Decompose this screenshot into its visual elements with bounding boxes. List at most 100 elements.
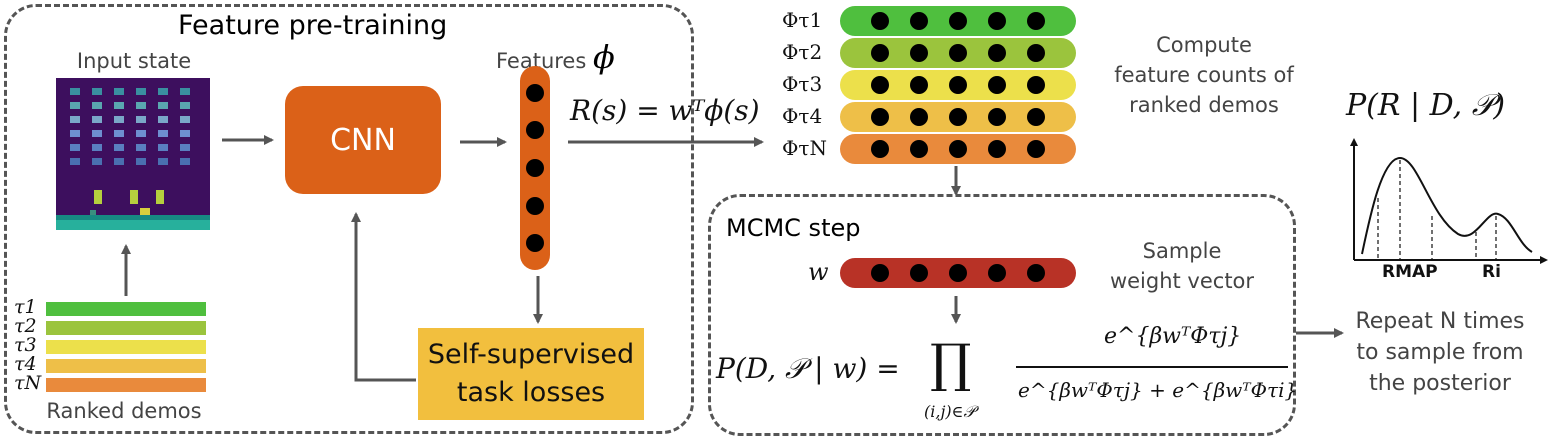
r-map-label: RMAP (1382, 262, 1438, 282)
invader-sprite (158, 130, 168, 137)
invader-sprite (136, 144, 146, 151)
feature-node (526, 158, 544, 177)
feature-count-label: Φτ4 (782, 104, 823, 128)
invader-sprite (136, 88, 146, 95)
feature-counts-description: Compute feature counts of ranked demos (1098, 30, 1310, 120)
repeat-label: Repeat N times to sample from the poster… (1336, 306, 1544, 399)
pretraining-title: Feature pre-training (178, 10, 448, 41)
invader-sprite (136, 130, 146, 137)
invader-sprite (114, 130, 124, 137)
invader-sprite (92, 144, 102, 151)
features-symbol: ϕ (592, 38, 615, 76)
invader-sprite (180, 130, 190, 137)
feature-node (526, 121, 544, 140)
posterior-plot (1350, 138, 1548, 264)
ranked-demos-label: Ranked demos (46, 399, 202, 423)
invader-sprite (70, 116, 80, 123)
product-symbol: ∏ (930, 334, 972, 394)
r-map-text: RMAP (1382, 262, 1438, 282)
features-label: Features ϕ (496, 38, 615, 76)
feature-count-bar-n (840, 134, 1076, 164)
r-i-label: Ri (1482, 262, 1501, 282)
feature-count-label: Φτ1 (782, 8, 823, 32)
feature-count-bar-3 (840, 70, 1076, 100)
feature-count-bar-2 (840, 38, 1076, 68)
invader-sprite (158, 158, 168, 165)
input-state-image (56, 78, 210, 230)
likelihood-numerator: e^{βwᵀΦτj} (1104, 324, 1242, 349)
mcmc-title: MCMC step (726, 214, 861, 242)
weight-vector-bar (840, 258, 1076, 288)
fraction-bar (1016, 366, 1288, 368)
demo-bar-3 (46, 340, 206, 354)
demo-bar-n (46, 378, 206, 392)
invader-sprite (180, 116, 190, 123)
demo-bar-1 (46, 302, 206, 316)
feature-counts-line-2: feature counts of (1114, 63, 1294, 87)
demo-bar-4 (46, 359, 206, 373)
sample-line-2: weight vector (1109, 269, 1255, 293)
invader-sprite (180, 158, 190, 165)
invader-sprite (92, 116, 102, 123)
demo-label: τ2 (14, 315, 37, 337)
mcmc-step-box (708, 194, 1296, 436)
invader-sprite (70, 130, 80, 137)
feature-pretraining-box (4, 4, 694, 434)
repeat-line-3: the posterior (1369, 371, 1511, 396)
feature-count-label: Φτ2 (782, 40, 823, 64)
demo-label: τ1 (14, 296, 37, 318)
sample-line-1: Sample (1142, 239, 1222, 263)
invader-sprite (114, 116, 124, 123)
demo-label: τ3 (14, 334, 37, 356)
demo-label: τN (14, 372, 42, 394)
invader-sprite (136, 116, 146, 123)
feature-counts-line-1: Compute (1156, 33, 1252, 57)
invader-sprite (114, 102, 124, 109)
invader-sprite (136, 158, 146, 165)
invader-sprite (92, 102, 102, 109)
arrow-loss-to-cnn (351, 212, 416, 382)
invader-sprite (92, 88, 102, 95)
invader-sprite (92, 158, 102, 165)
invader-sprite (158, 102, 168, 109)
invader-sprite (180, 144, 190, 151)
loss-line-2: task losses (456, 377, 606, 408)
invader-sprite (114, 144, 124, 151)
feature-count-bar-1 (840, 6, 1076, 36)
invader-sprite (158, 144, 168, 151)
feature-node (526, 196, 544, 215)
repeat-line-2: to sample from (1356, 340, 1524, 365)
r-i-text: Ri (1482, 262, 1501, 282)
reward-equation: R(s) = wᵀϕ(s) (570, 94, 760, 127)
self-supervised-loss-box: Self-supervised task losses (418, 328, 644, 420)
demo-label: τ4 (14, 353, 37, 375)
likelihood-lhs: P(D, 𝒫 | w) = (716, 352, 900, 385)
invader-sprite (70, 144, 80, 151)
feature-count-label: Φτ3 (782, 72, 823, 96)
posterior-title: P(R | D, 𝒫) (1346, 88, 1506, 123)
input-state-label: Input state (76, 49, 192, 73)
invader-sprite (136, 102, 146, 109)
invader-sprite (114, 88, 124, 95)
invader-sprite (70, 88, 80, 95)
sample-weight-label: Sample weight vector (1082, 236, 1282, 296)
invader-sprite (70, 158, 80, 165)
feature-count-label: ΦτN (782, 136, 827, 160)
repeat-line-1: Repeat N times (1355, 309, 1525, 334)
invader-sprite (158, 88, 168, 95)
invader-sprite (92, 130, 102, 137)
invader-sprite (180, 88, 190, 95)
cnn-block: CNN (285, 86, 441, 194)
invader-sprite (158, 116, 168, 123)
invader-sprite (70, 102, 80, 109)
w-label: w (808, 258, 829, 286)
feature-vector (520, 66, 550, 270)
feature-node (526, 83, 544, 102)
invader-sprite (114, 158, 124, 165)
product-index: (i,j)∈𝒫 (924, 402, 976, 421)
loss-line-1: Self-supervised (427, 339, 635, 370)
likelihood-denominator: e^{βwᵀΦτj} + e^{βwᵀΦτi} (1018, 378, 1298, 402)
feature-node (526, 234, 544, 253)
feature-count-bar-4 (840, 102, 1076, 132)
